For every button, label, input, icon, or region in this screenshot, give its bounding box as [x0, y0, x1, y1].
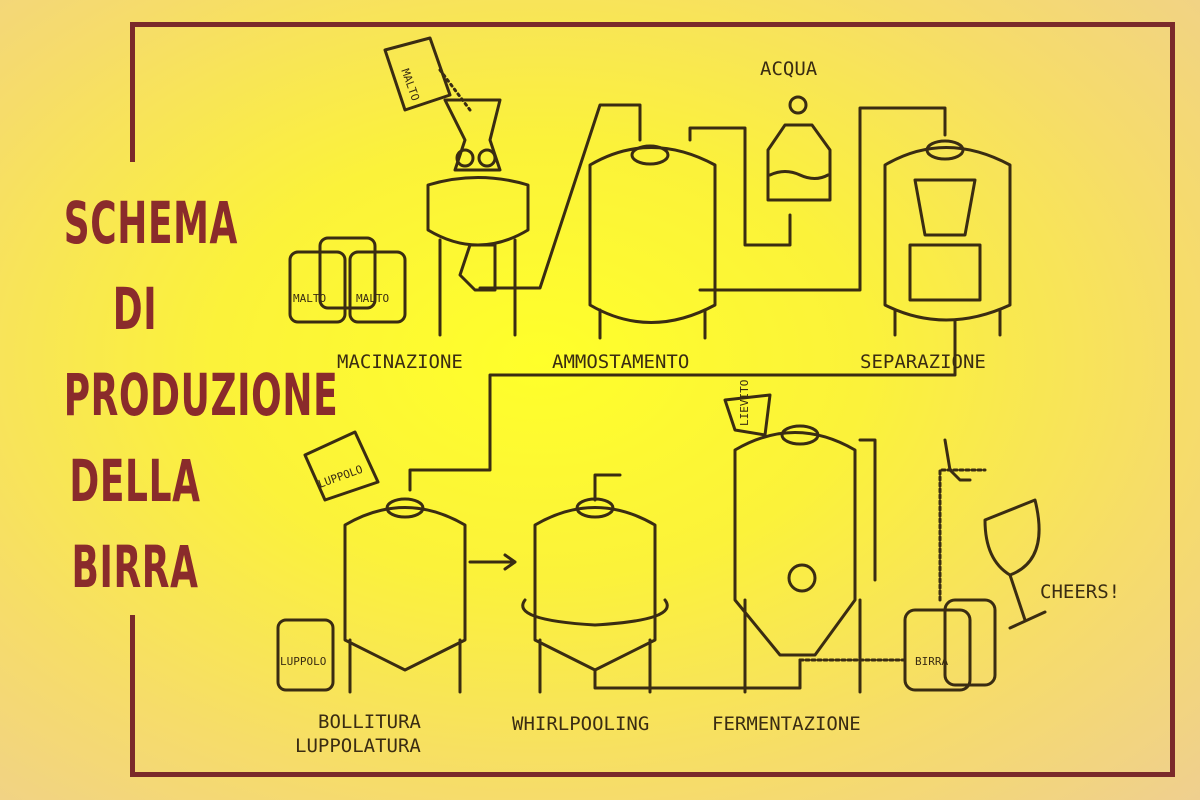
mill-icon: [426, 98, 530, 337]
step-label-macinazione: MACINAZIONE: [337, 351, 463, 373]
step-label-luppolatura: LUPPOLATURA: [295, 735, 421, 757]
pipe: [593, 658, 802, 690]
whirlpool-tank-icon: [521, 473, 669, 694]
mash-tun-icon: [588, 144, 717, 340]
kegs-icon: BIRRA: [903, 598, 997, 692]
water-label: ACQUA: [760, 58, 818, 80]
hops-bag-icon: LUPPOLO: [276, 618, 335, 692]
frame-border-bottom: [130, 772, 1175, 777]
malt-bag-label: MALTO: [293, 292, 326, 305]
title-line: BIRRA: [71, 533, 199, 601]
frame-border-right: [1170, 22, 1175, 777]
step-label-ammostamento: AMMOSTAMENTO: [552, 351, 689, 373]
hops-bag-pouring-icon: LUPPOLO: [303, 430, 380, 502]
step-label-bollitura: BOLLITURA: [318, 711, 422, 733]
pipe: [688, 126, 792, 247]
keg-label: BIRRA: [915, 655, 948, 668]
fermenter-icon: [723, 393, 877, 694]
frame-border-left-bottom: [130, 615, 135, 775]
title-line: DI: [112, 275, 158, 343]
cheers-label: CHEERS!: [1040, 581, 1120, 603]
beer-tap-icon: [938, 438, 1047, 630]
yeast-bag-label: LIEVITO: [738, 380, 751, 426]
pipe: [478, 103, 642, 290]
arrow-icon: [468, 553, 517, 571]
title-line: DELLA: [69, 447, 201, 515]
hops-bag-label: LUPPOLO: [317, 463, 365, 491]
malt-bag-label: MALTO: [356, 292, 389, 305]
lauter-tun-icon: [883, 139, 1012, 337]
water-tank-icon: [766, 95, 832, 202]
frame-border-top: [130, 22, 1175, 27]
boil-kettle-icon: [343, 497, 467, 694]
pipe: [698, 106, 947, 292]
malt-bags-icon: MALTO MALTO: [288, 236, 407, 324]
step-label-separazione: SEPARAZIONE: [860, 351, 986, 373]
step-label-whirlpooling: WHIRLPOOLING: [512, 713, 649, 735]
step-label-fermentazione: FERMENTAZIONE: [712, 713, 861, 735]
hops-bag-label: LUPPOLO: [280, 655, 326, 668]
pipe: [408, 318, 957, 492]
frame-border-left-top: [130, 22, 135, 162]
